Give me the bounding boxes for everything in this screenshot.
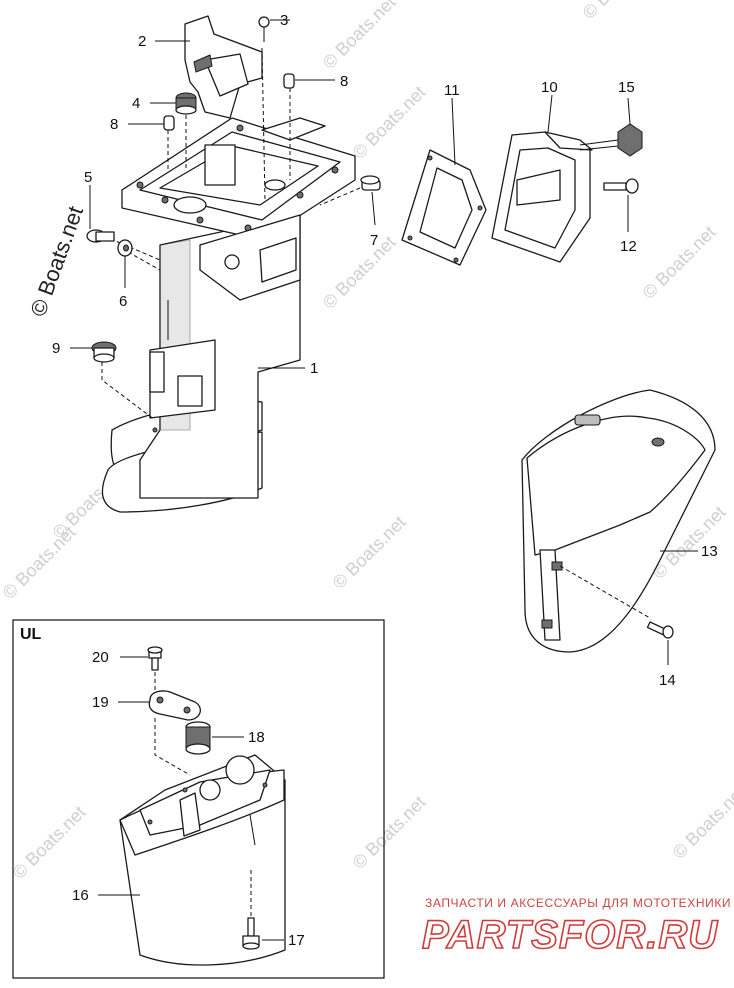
dowel-pin bbox=[163, 115, 175, 131]
callout-20: 20 bbox=[92, 649, 109, 666]
grommet bbox=[175, 92, 197, 115]
callout-4: 4 bbox=[132, 95, 140, 112]
pipe-grommet bbox=[185, 721, 211, 755]
screw bbox=[258, 16, 270, 42]
callouts: 1 2 3 4 5 6 7 8 8 9 10 11 12 13 14 15 16 bbox=[52, 12, 718, 949]
bolt-cover bbox=[603, 178, 639, 194]
callout-10: 10 bbox=[541, 79, 558, 96]
watermark-faint: © Boats.net bbox=[669, 782, 734, 863]
dowel-pin bbox=[283, 73, 295, 89]
watermark-faint: © Boats.net bbox=[349, 82, 430, 163]
long-shaft-housing bbox=[119, 754, 286, 966]
watermark-faint: © Boats.net bbox=[349, 792, 430, 873]
plate-hole bbox=[183, 706, 191, 714]
plug bbox=[360, 175, 381, 191]
callout-2: 2 bbox=[138, 33, 146, 50]
grommet-lower bbox=[91, 341, 117, 363]
watermark-faint: © Boats.net bbox=[579, 0, 660, 23]
watermark-faint: © Boats.net bbox=[319, 232, 400, 313]
callout-5: 5 bbox=[84, 169, 92, 186]
bolt-apron bbox=[646, 621, 674, 639]
watermark-faint: © Boats.net bbox=[639, 222, 720, 303]
callout-11: 11 bbox=[444, 82, 460, 99]
callout-14: 14 bbox=[659, 672, 676, 689]
watermark-faint: © Boats.net bbox=[9, 802, 90, 883]
callout-7: 7 bbox=[370, 232, 378, 249]
callout-3: 3 bbox=[280, 12, 288, 29]
lower-apron bbox=[521, 389, 716, 653]
watermark-faint: © Boats.net bbox=[319, 0, 400, 73]
watermark-main: © Boats.net bbox=[25, 203, 88, 320]
brand-tagline: ЗАПЧАСТИ И АКСЕССУАРЫ ДЛЯ МОТОТЕХНИКИ bbox=[425, 896, 731, 910]
inset-frame bbox=[12, 619, 385, 979]
bolt-bottom bbox=[242, 917, 260, 950]
callout-9: 9 bbox=[52, 340, 60, 357]
plate-gasket bbox=[148, 690, 201, 721]
callout-16: 16 bbox=[72, 887, 89, 904]
hex-nut bbox=[617, 123, 643, 157]
callout-15: 15 bbox=[618, 79, 635, 96]
brand-name: PARTSFOR.RU bbox=[422, 913, 718, 957]
washer-hole bbox=[123, 244, 129, 252]
bolt bbox=[86, 229, 115, 243]
callout-17: 17 bbox=[288, 932, 305, 949]
bracket bbox=[184, 15, 263, 119]
callout-13: 13 bbox=[701, 543, 718, 560]
drive-shaft-housing bbox=[101, 117, 356, 513]
callout-8b: 8 bbox=[110, 116, 118, 133]
watermark-faint: © Boats.net bbox=[329, 512, 410, 593]
inset-label: UL bbox=[20, 626, 42, 643]
callout-12: 12 bbox=[620, 238, 637, 255]
exhaust-cover bbox=[491, 131, 619, 263]
gasket bbox=[401, 149, 487, 266]
callout-6: 6 bbox=[119, 293, 127, 310]
callout-8a: 8 bbox=[340, 73, 348, 90]
callout-19: 19 bbox=[92, 694, 109, 711]
brand-watermark: ЗАПЧАСТИ И АКСЕССУАРЫ ДЛЯ МОТОТЕХНИКИ PA… bbox=[421, 896, 731, 958]
bolt-top bbox=[147, 646, 163, 671]
plate-hole bbox=[156, 696, 164, 704]
callout-1: 1 bbox=[310, 360, 318, 377]
callout-18: 18 bbox=[248, 729, 265, 746]
